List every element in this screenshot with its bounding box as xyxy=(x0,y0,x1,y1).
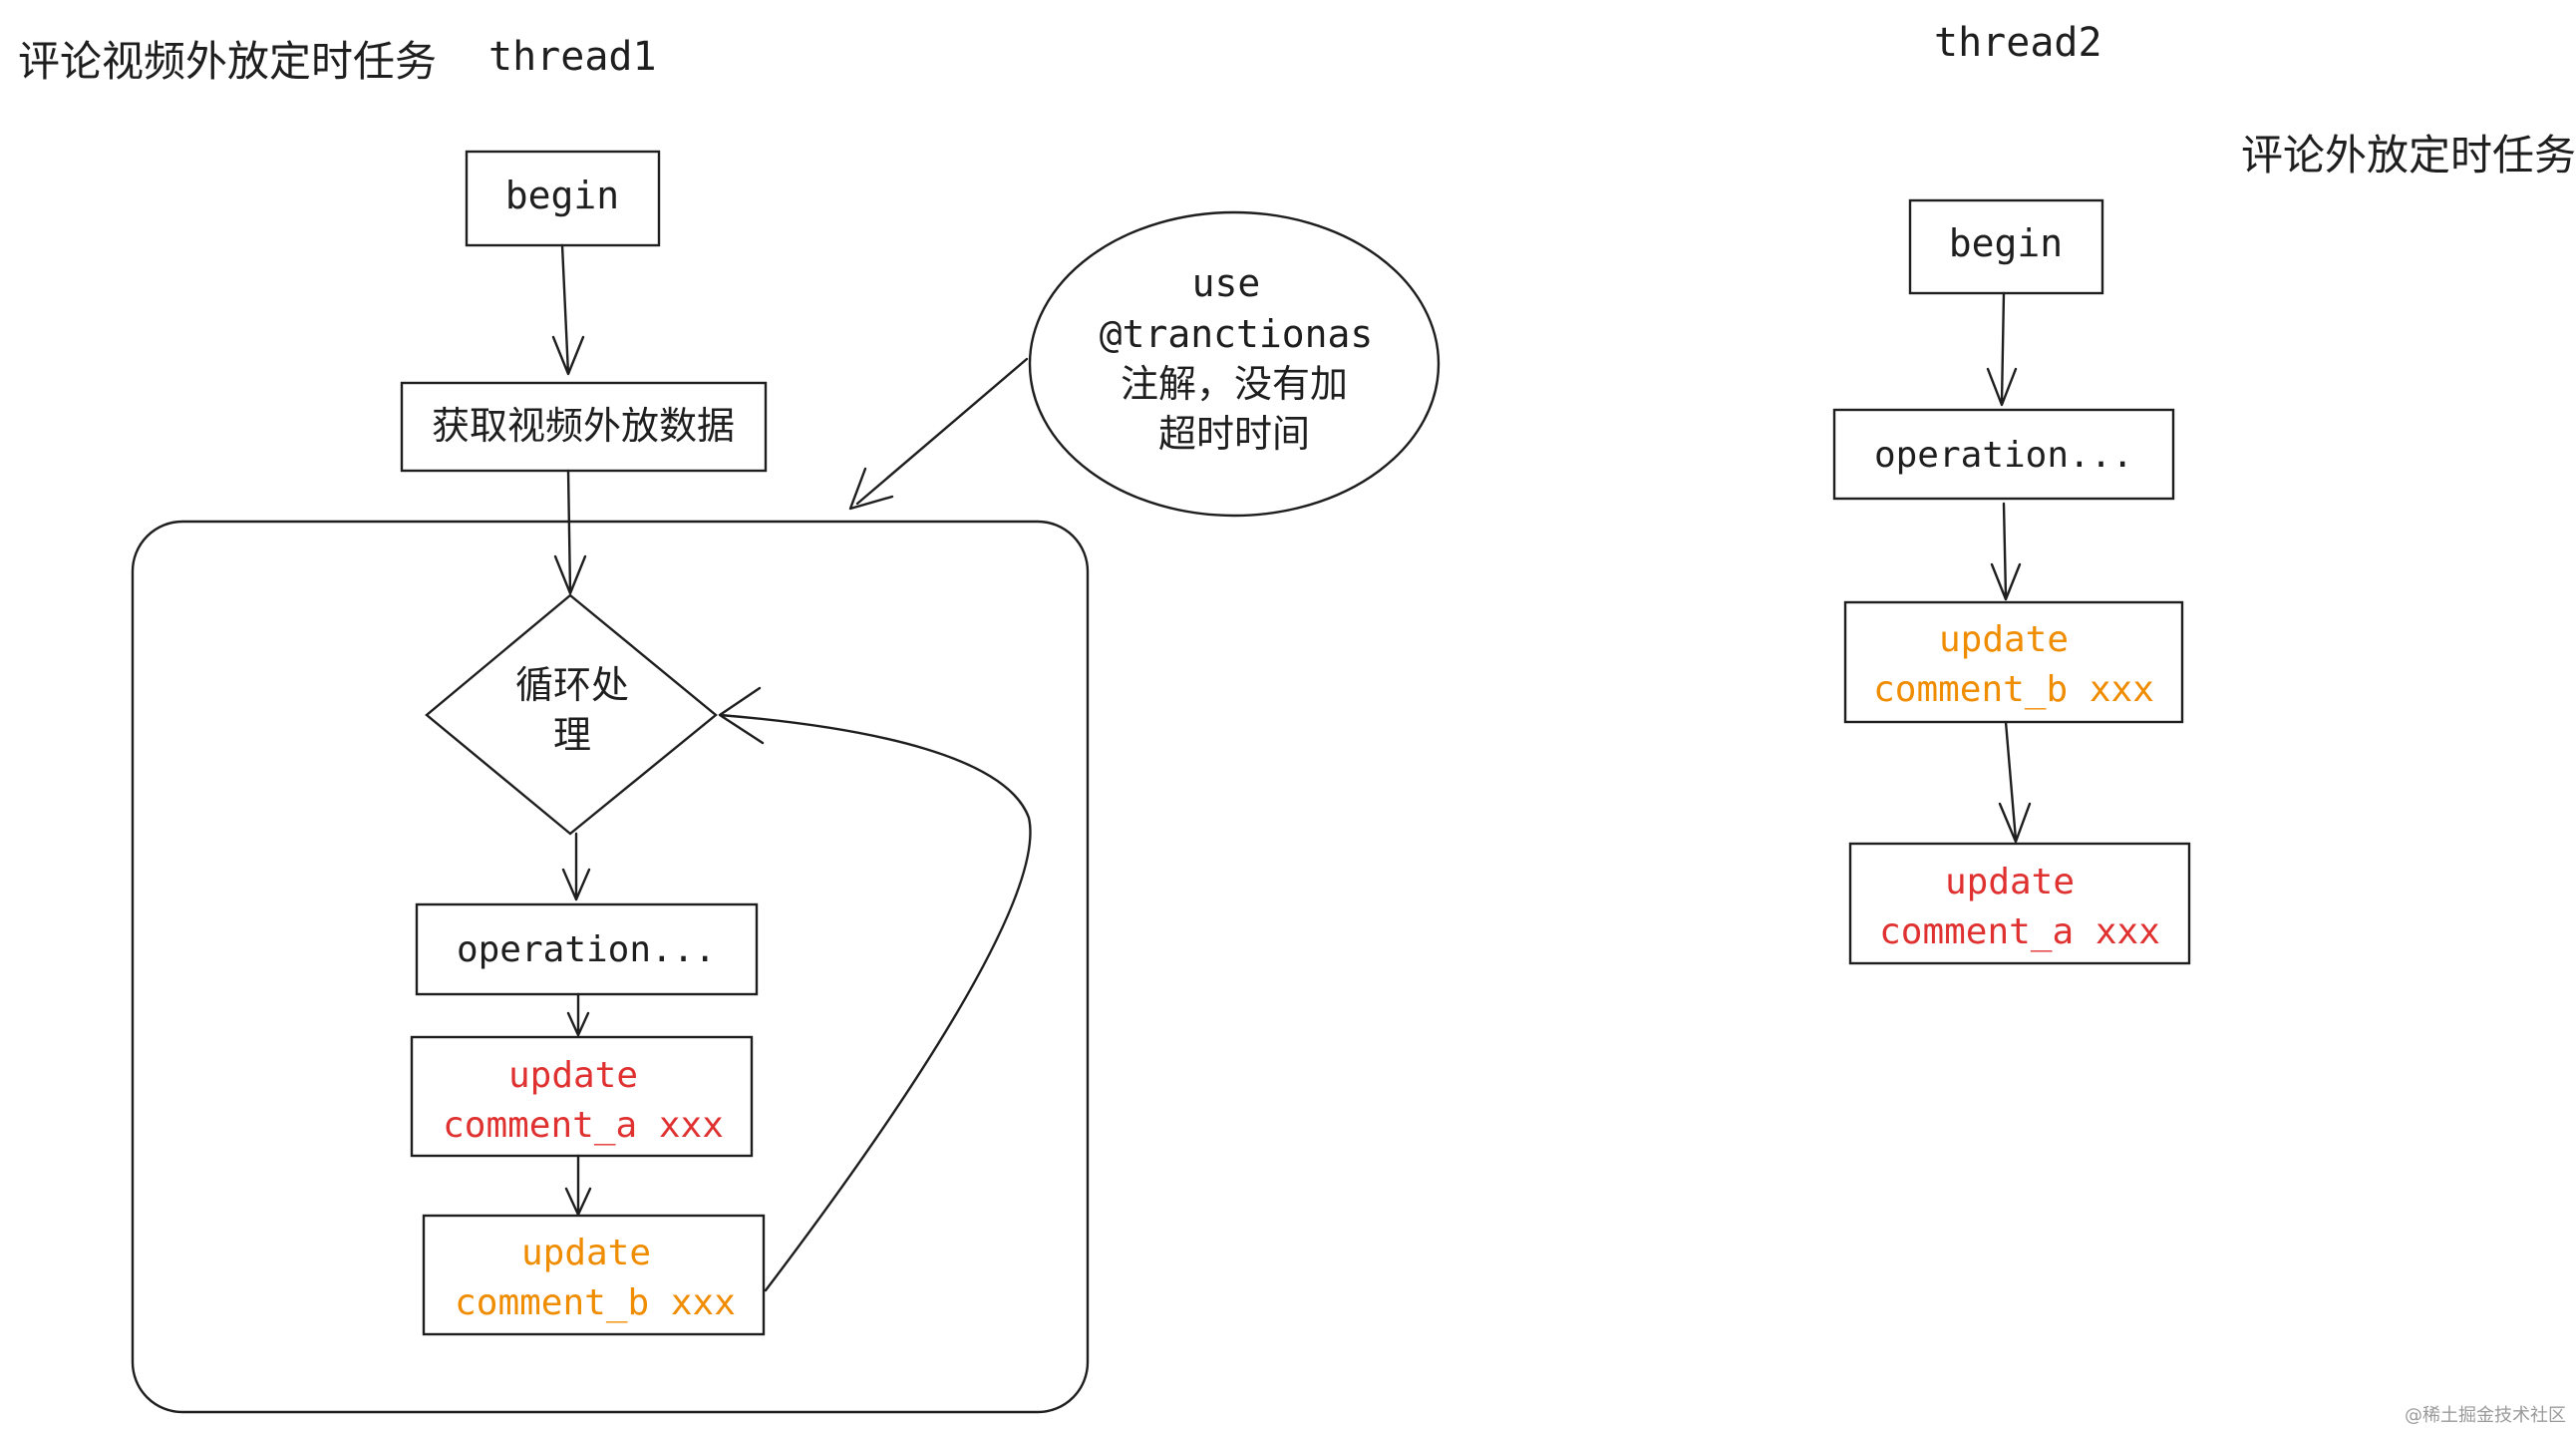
t1-update-a-label-1: update xyxy=(508,1055,638,1096)
arrow-t2-begin-operation xyxy=(1986,291,2018,407)
t1-begin-label: begin xyxy=(505,174,619,217)
t1-loop-decision[interactable]: 循环处 理 xyxy=(425,593,718,836)
t1-update-b-node[interactable]: update comment_b xxx xyxy=(422,1214,766,1336)
t2-update-b-label-2: comment_b xxx xyxy=(1873,669,2154,710)
loop-container xyxy=(131,520,1090,1414)
note-line-2: @tranctionas xyxy=(1100,312,1374,356)
t2-update-b-node[interactable]: update comment_b xxx xyxy=(1843,600,2184,724)
t2-update-a-label-1: update xyxy=(1945,862,2075,902)
arrow-t2-update-b-update-a xyxy=(1998,720,2032,844)
left-task-title: 评论视频外放定时任务 xyxy=(18,37,437,86)
t1-update-b-label-1: update xyxy=(521,1233,651,1273)
arrow-t1-loop-back xyxy=(718,686,1032,1292)
t1-update-a-label-2: comment_a xxx xyxy=(443,1105,724,1146)
arrow-t1-operation-update-a xyxy=(566,992,590,1037)
transaction-note[interactable]: use @tranctionas 注解，没有加 超时时间 xyxy=(1028,210,1441,518)
t2-operation-node[interactable]: operation... xyxy=(1832,408,2175,501)
arrow-t2-operation-update-b xyxy=(1990,502,2022,601)
thread2-title: thread2 xyxy=(1934,20,2102,66)
watermark: @稀土掘金技术社区 xyxy=(2405,1405,2566,1426)
note-line-3: 注解，没有加 xyxy=(1121,362,1348,406)
t1-operation-label: operation... xyxy=(457,929,716,970)
t1-operation-node[interactable]: operation... xyxy=(415,902,759,996)
t2-update-a-label-2: comment_a xxx xyxy=(1879,911,2160,952)
arrow-t1-fetch-loop xyxy=(553,469,587,595)
t1-begin-node[interactable]: begin xyxy=(465,150,661,247)
t1-update-a-node[interactable]: update comment_a xxx xyxy=(410,1035,754,1158)
right-task-title: 评论外放定时任务 xyxy=(2241,131,2576,179)
note-line-1: use xyxy=(1192,261,1261,305)
t2-update-b-label-1: update xyxy=(1939,619,2069,660)
thread1-title: thread1 xyxy=(488,34,657,80)
t1-fetch-label: 获取视频外放数据 xyxy=(432,404,735,448)
arrow-t1-loop-operation xyxy=(561,832,591,901)
t1-loop-label-2: 理 xyxy=(553,713,591,757)
note-line-4: 超时时间 xyxy=(1158,412,1310,456)
t1-fetch-node[interactable]: 获取视频外放数据 xyxy=(400,381,768,473)
arrow-t1-update-a-update-b xyxy=(564,1154,592,1217)
t2-begin-node[interactable]: begin xyxy=(1908,198,2104,295)
t2-update-a-node[interactable]: update comment_a xxx xyxy=(1848,842,2191,965)
t2-operation-label: operation... xyxy=(1874,435,2133,476)
arrow-t1-begin-fetch xyxy=(551,243,585,376)
t2-begin-label: begin xyxy=(1949,221,2063,265)
arrow-note-to-loop xyxy=(848,357,1029,511)
t1-loop-label-1: 循环处 xyxy=(515,663,629,707)
t1-update-b-label-2: comment_b xxx xyxy=(455,1282,736,1323)
